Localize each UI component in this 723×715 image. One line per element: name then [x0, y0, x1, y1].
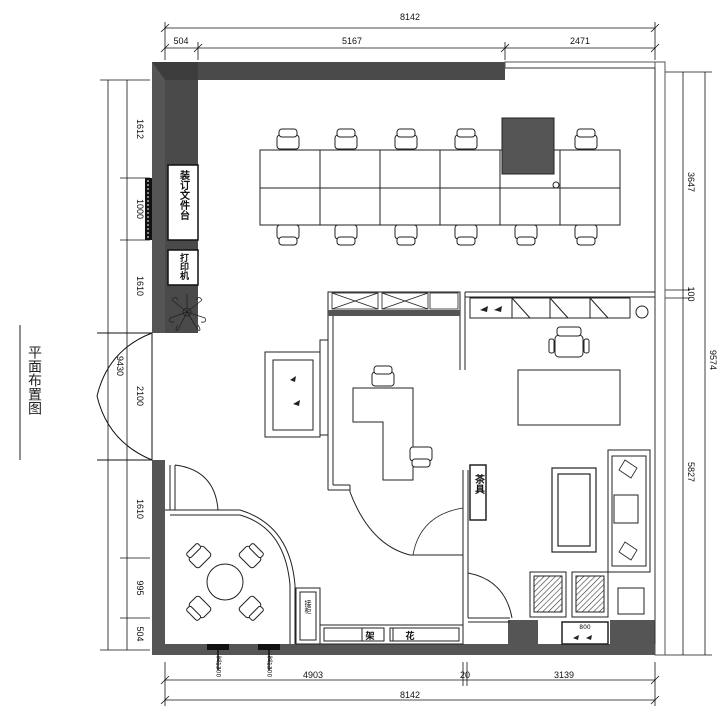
dim-left-s5: 1610 [135, 499, 145, 519]
meeting-room [165, 464, 296, 644]
shoe-cabinet-label: 架 [364, 630, 374, 642]
dim-left-total: 9430 [115, 356, 125, 376]
window-left [145, 178, 152, 240]
dim-left-s7: 504 [135, 626, 145, 641]
bottom-door-marks [207, 644, 280, 670]
manager-chair [548, 326, 590, 358]
coffee-table [551, 467, 597, 553]
office-top-shelf [328, 310, 460, 316]
meeting-table [186, 543, 264, 621]
dim-bottom-seg3: 3139 [554, 670, 574, 680]
office-door-arc [412, 507, 464, 556]
dim-bottom-total: 8142 [400, 690, 420, 700]
low-cabinet-dim: 800 [579, 624, 591, 631]
right-room-door [467, 572, 513, 623]
office-curve-wall [349, 491, 411, 556]
workstation-chairs [276, 128, 598, 246]
bottom-dimensions [160, 662, 660, 706]
fish-icon [480, 306, 502, 312]
flower-label: 花 [405, 630, 414, 642]
office-chairs [371, 365, 433, 468]
right-dimensions [660, 71, 712, 656]
workstation-desks [259, 149, 621, 226]
dim-left-s6: 995 [135, 580, 145, 595]
dim-bottom-seg2: 20 [460, 670, 470, 680]
printer-label: 打印机 [178, 252, 189, 281]
armchairs [529, 571, 645, 618]
office-shelf-cells [331, 292, 459, 310]
office-desk [352, 387, 414, 481]
dim-left-s2: 1000 [135, 199, 145, 219]
office-left-shelf [264, 339, 329, 438]
dim-left-s1: 1612 [135, 119, 145, 139]
dim-left-s3: 1610 [135, 276, 145, 296]
dim-right-s2: 100 [686, 286, 696, 301]
dim-right-s1: 3647 [686, 172, 696, 192]
dim-top-total: 8142 [400, 12, 420, 22]
lamp-icon [635, 305, 649, 319]
manager-desk [517, 369, 621, 426]
low-cabinet [561, 621, 609, 645]
printer [167, 249, 199, 286]
dim-right-total: 9574 [708, 350, 718, 370]
dim-top-seg2: 5167 [342, 36, 362, 46]
dim-top-seg1: 504 [173, 36, 188, 46]
entry-door [96, 332, 153, 461]
sofa-cushions [618, 459, 638, 561]
side-cabinet-label: 接柜 [304, 599, 312, 615]
door-mark-label-2: 宽1300 [266, 655, 273, 677]
dim-bottom-seg1: 4903 [303, 670, 323, 680]
plant-icon [169, 294, 206, 331]
dim-left-s4: 2100 [135, 386, 145, 406]
left-dim-texts: 1612 1000 1610 9430 2100 1610 995 504 [115, 119, 145, 642]
binding-table-label: 装订文件台 [178, 169, 191, 221]
inner-wall-lines [505, 67, 656, 644]
door-mark-label-1: 宽1300 [215, 655, 222, 677]
side-cabinet [295, 587, 321, 645]
sofa [607, 449, 651, 573]
koi-painting [290, 376, 300, 406]
low-cabinet-fish [573, 635, 592, 640]
plan-title: 平面布置图 [26, 345, 42, 415]
desk-socket [552, 181, 560, 189]
dim-right-s3: 5827 [686, 462, 696, 482]
tea-cabinet [469, 464, 487, 521]
binding-table [167, 164, 199, 241]
shoe-cabinet [319, 624, 464, 645]
manager-room [465, 291, 655, 319]
dim-top-seg3: 2471 [570, 36, 590, 46]
cabinet-dark [501, 117, 555, 175]
top-dimensions [160, 22, 660, 60]
tea-cabinet-label: 茶具 [473, 473, 486, 495]
